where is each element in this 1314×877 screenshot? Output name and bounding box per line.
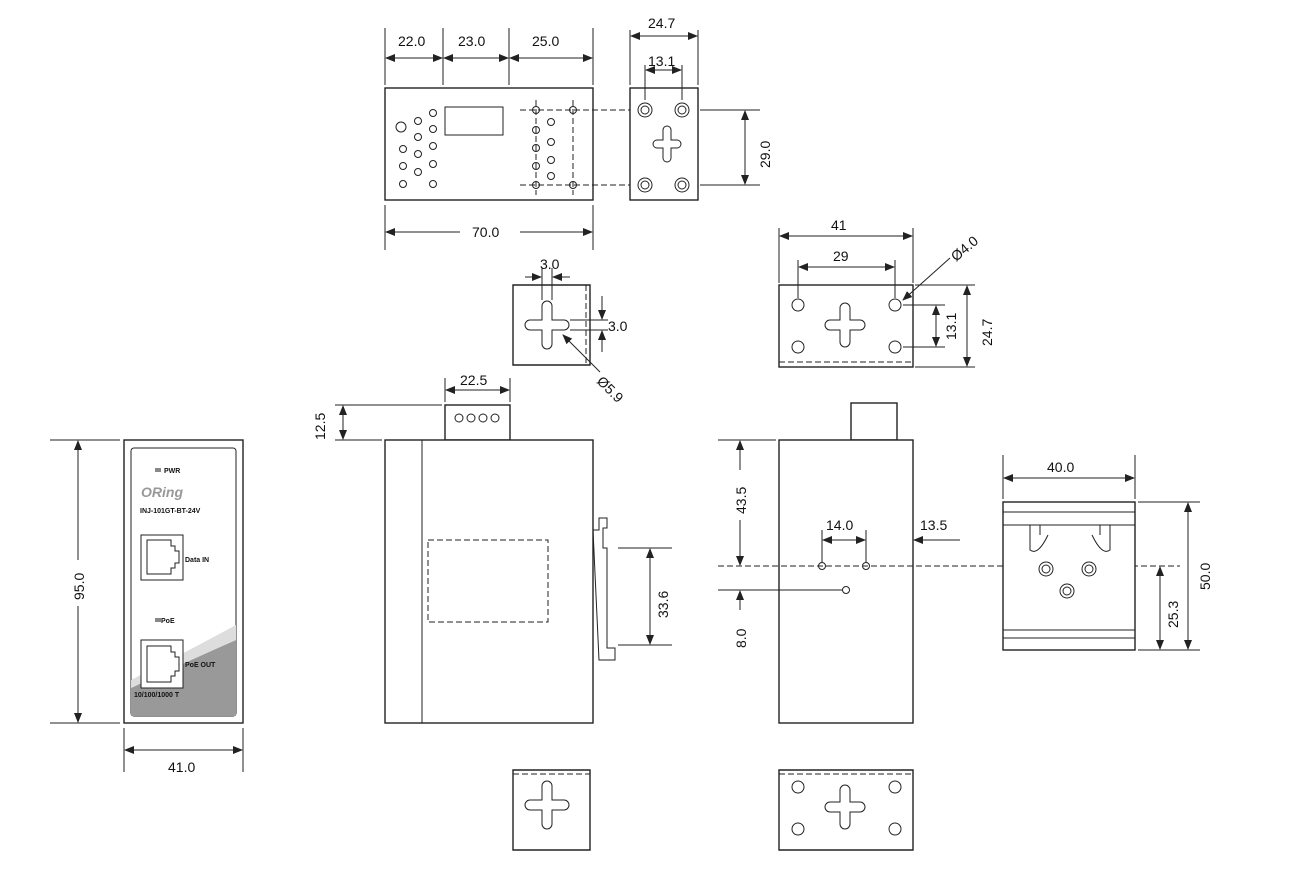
bottom-bracket-rear xyxy=(778,769,914,851)
model-label: INJ-101GT-BT-24V xyxy=(140,508,201,515)
dim-3-0-b: 3.0 xyxy=(608,318,628,334)
dim-24-7: 24.7 xyxy=(648,15,675,31)
din-rail-clip: 40.0 50.0 25.3 xyxy=(1002,455,1213,651)
dim-50: 50.0 xyxy=(1197,563,1213,590)
dim-dia-5-9: Ø5.9 xyxy=(594,373,627,406)
dim-70: 70.0 xyxy=(472,224,499,240)
poe-out-label: PoE OUT xyxy=(185,662,216,669)
side-view: 22.5 12.5 33.6 xyxy=(312,372,672,724)
dim-14: 14.0 xyxy=(826,517,853,533)
dim-24-7-b: 24.7 xyxy=(979,319,995,346)
dim-8: 8.0 xyxy=(733,628,749,648)
dim-13-1-b: 13.1 xyxy=(943,313,959,340)
dim-25: 25.0 xyxy=(532,33,559,49)
dim-29-b: 29 xyxy=(833,248,849,264)
dim-25-3: 25.3 xyxy=(1165,601,1181,628)
dim-41: 41 xyxy=(831,217,847,233)
dim-dia-4: Ø4.0 xyxy=(948,232,982,264)
dim-13-5: 13.5 xyxy=(920,517,947,533)
dim-95: 95.0 xyxy=(71,573,87,600)
dim-3-0-a: 3.0 xyxy=(540,256,560,272)
speed-label: 10/100/1000 T xyxy=(134,692,180,699)
dim-23: 23.0 xyxy=(458,33,485,49)
wall-mount-plate: 41 29 Ø4.0 13.1 24.7 xyxy=(778,217,995,368)
dim-41-front: 41.0 xyxy=(168,759,195,775)
poe-led-label: PoE xyxy=(161,618,175,625)
data-in-label: Data IN xyxy=(185,557,209,564)
rear-view: 43.5 14.0 13.5 8.0 xyxy=(718,402,1180,724)
brand-logo: ORing xyxy=(141,484,183,500)
dim-13-1: 13.1 xyxy=(648,53,675,69)
bracket-detail: 3.0 3.0 Ø5.9 xyxy=(512,256,628,406)
pwr-led-label: PWR xyxy=(164,468,180,475)
dim-12-5: 12.5 xyxy=(312,413,328,440)
dim-33-6: 33.6 xyxy=(655,591,671,618)
dim-43-5: 43.5 xyxy=(733,487,749,514)
bottom-bracket-side xyxy=(512,769,591,851)
dim-22: 22.0 xyxy=(398,33,425,49)
front-panel: PWR ORing INJ-101GT-BT-24V Data IN PoE P… xyxy=(50,439,244,775)
dim-22-5: 22.5 xyxy=(460,372,487,388)
dim-29: 29.0 xyxy=(757,141,773,168)
end-bracket-top: 24.7 13.1 29.0 xyxy=(629,15,773,201)
dim-40: 40.0 xyxy=(1047,459,1074,475)
